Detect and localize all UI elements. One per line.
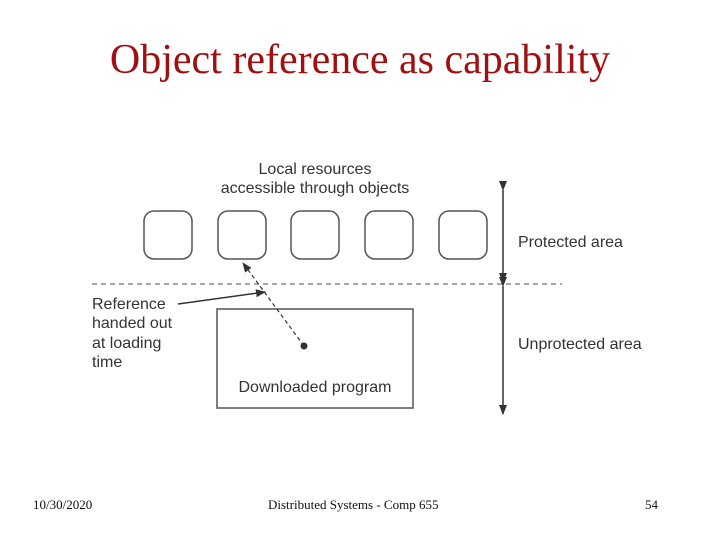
footer-date: 10/30/2020 — [33, 497, 93, 512]
reference-label-line2: handed out — [92, 315, 173, 332]
reference-label-line1: Reference — [92, 296, 166, 313]
protected-area-label: Protected area — [518, 234, 623, 251]
resource-object-5 — [438, 210, 488, 260]
resources-label-line1: Local resources — [259, 161, 372, 178]
resource-object-3 — [290, 210, 340, 260]
downloaded-program-label: Downloaded program — [239, 379, 392, 396]
resource-object-4 — [364, 210, 414, 260]
resource-objects — [143, 210, 488, 260]
slide-title: Object reference as capability — [109, 37, 611, 83]
resource-object-2 — [217, 210, 267, 260]
reference-handout-arrow — [177, 289, 266, 305]
reference-label-line4: time — [92, 354, 122, 371]
footer-course: Distributed Systems - Comp 655 — [268, 497, 439, 512]
reference-pointer-arrow — [242, 262, 305, 347]
reference-label-line3: at loading — [92, 335, 161, 352]
downloaded-program-box — [216, 308, 414, 409]
resource-object-1 — [143, 210, 193, 260]
footer-page-number: 54 — [645, 497, 658, 512]
unprotected-area-label: Unprotected area — [518, 336, 642, 353]
resources-label-line2: accessible through objects — [221, 180, 410, 197]
